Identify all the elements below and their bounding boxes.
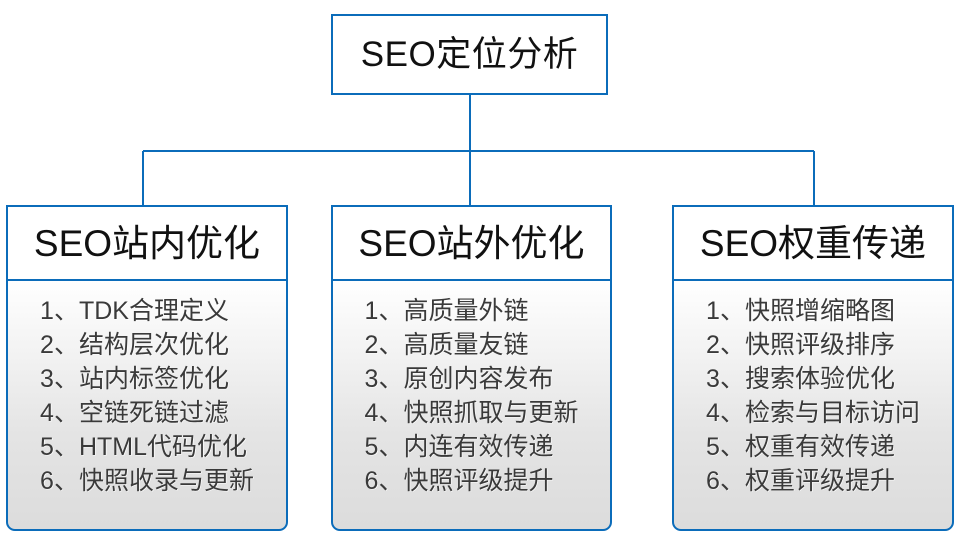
list-item-separator: 、 xyxy=(378,365,404,393)
list-item-text: 快照评级排序 xyxy=(744,331,895,359)
list-item[interactable]: 6、快照收录与更新 xyxy=(40,464,254,498)
list-item-text: 权重评级提升 xyxy=(744,467,895,495)
branch-2-body: 1、高质量外链 2、高质量友链 3、原创内容发布 4、快照抓取与更新 5、内连有… xyxy=(331,279,612,531)
list-item-separator: 、 xyxy=(719,297,745,325)
list-item-text: HTML代码优化 xyxy=(78,433,248,461)
list-item-index: 2 xyxy=(364,331,379,359)
list-item[interactable]: 4、空链死链过滤 xyxy=(40,396,254,430)
list-item[interactable]: 2、快照评级排序 xyxy=(706,328,920,362)
list-item[interactable]: 1、高质量外链 xyxy=(365,294,579,328)
list-item[interactable]: 3、原创内容发布 xyxy=(365,362,579,396)
list-item-separator: 、 xyxy=(53,297,79,325)
list-item-text: 原创内容发布 xyxy=(403,365,554,393)
list-item[interactable]: 5、权重有效传递 xyxy=(706,430,920,464)
list-item-separator: 、 xyxy=(719,433,745,461)
root-node-seo-positioning-analysis[interactable]: SEO定位分析 xyxy=(331,14,608,95)
list-item[interactable]: 4、检索与目标访问 xyxy=(706,396,920,430)
list-item-text: 搜索体验优化 xyxy=(744,365,895,393)
list-item-text: 检索与目标访问 xyxy=(744,399,920,427)
branch-3-title: SEO权重传递 xyxy=(699,222,927,264)
list-item-separator: 、 xyxy=(378,399,404,427)
branch-1-header[interactable]: SEO站内优化 xyxy=(6,205,288,281)
branch-1-title: SEO站内优化 xyxy=(33,222,261,264)
list-item-text: TDK合理定义 xyxy=(78,297,229,325)
list-item-separator: 、 xyxy=(378,467,404,495)
branch-2-title: SEO站外优化 xyxy=(358,222,585,264)
list-item-index: 2 xyxy=(706,331,720,359)
list-item-index: 4 xyxy=(706,399,720,427)
root-node-title: SEO定位分析 xyxy=(360,35,579,74)
list-item-text: 结构层次优化 xyxy=(78,331,229,359)
list-item-index: 3 xyxy=(40,365,54,393)
list-item-separator: 、 xyxy=(53,399,79,427)
list-item-index: 1 xyxy=(364,297,379,325)
list-item[interactable]: 1、快照增缩略图 xyxy=(706,294,920,328)
branch-column-2: SEO站外优化 1、高质量外链 2、高质量友链 3、原创内容发布 4、快照抓取与… xyxy=(331,205,612,533)
list-item-index: 6 xyxy=(40,467,54,495)
list-item-separator: 、 xyxy=(719,467,745,495)
branch-2-header[interactable]: SEO站外优化 xyxy=(331,205,612,281)
list-item[interactable]: 4、快照抓取与更新 xyxy=(365,396,579,430)
list-item-separator: 、 xyxy=(378,297,404,325)
branch-column-3: SEO权重传递 1、快照增缩略图 2、快照评级排序 3、搜索体验优化 4、检索与… xyxy=(672,205,954,533)
list-item[interactable]: 3、站内标签优化 xyxy=(40,362,254,396)
list-item-separator: 、 xyxy=(719,399,745,427)
list-item[interactable]: 5、HTML代码优化 xyxy=(40,430,254,464)
list-item[interactable]: 3、搜索体验优化 xyxy=(706,362,920,396)
list-item-text: 内连有效传递 xyxy=(403,433,554,461)
list-item-text: 权重有效传递 xyxy=(744,433,895,461)
list-item-separator: 、 xyxy=(719,365,745,393)
list-item-text: 空链死链过滤 xyxy=(78,399,229,427)
branch-column-1: SEO站内优化 1、TDK合理定义 2、结构层次优化 3、站内标签优化 4、空链… xyxy=(6,205,288,533)
branch-1-body: 1、TDK合理定义 2、结构层次优化 3、站内标签优化 4、空链死链过滤 5、H… xyxy=(6,279,288,531)
list-item-text: 高质量友链 xyxy=(403,331,529,359)
list-item[interactable]: 6、权重评级提升 xyxy=(706,464,920,498)
list-item-separator: 、 xyxy=(719,331,745,359)
list-item[interactable]: 6、快照评级提升 xyxy=(365,464,579,498)
list-item-text: 快照抓取与更新 xyxy=(403,399,579,427)
list-item[interactable]: 5、内连有效传递 xyxy=(365,430,579,464)
list-item-index: 1 xyxy=(706,297,720,325)
list-item-separator: 、 xyxy=(53,331,79,359)
branch-1-list: 1、TDK合理定义 2、结构层次优化 3、站内标签优化 4、空链死链过滤 5、H… xyxy=(40,294,254,498)
list-item-separator: 、 xyxy=(53,365,79,393)
list-item[interactable]: 1、TDK合理定义 xyxy=(40,294,254,328)
list-item-separator: 、 xyxy=(378,433,404,461)
list-item-index: 6 xyxy=(364,467,379,495)
branch-3-body: 1、快照增缩略图 2、快照评级排序 3、搜索体验优化 4、检索与目标访问 5、权… xyxy=(672,279,954,531)
list-item-separator: 、 xyxy=(53,433,79,461)
branch-3-header[interactable]: SEO权重传递 xyxy=(672,205,954,281)
list-item-separator: 、 xyxy=(53,467,79,495)
list-item-index: 3 xyxy=(706,365,720,393)
list-item-index: 5 xyxy=(364,433,379,461)
list-item-separator: 、 xyxy=(378,331,404,359)
list-item[interactable]: 2、结构层次优化 xyxy=(40,328,254,362)
list-item[interactable]: 2、高质量友链 xyxy=(365,328,579,362)
list-item-text: 站内标签优化 xyxy=(78,365,229,393)
list-item-text: 快照评级提升 xyxy=(403,467,554,495)
list-item-index: 2 xyxy=(40,331,54,359)
branch-2-list: 1、高质量外链 2、高质量友链 3、原创内容发布 4、快照抓取与更新 5、内连有… xyxy=(365,294,579,498)
list-item-text: 快照收录与更新 xyxy=(78,467,254,495)
branch-3-list: 1、快照增缩略图 2、快照评级排序 3、搜索体验优化 4、检索与目标访问 5、权… xyxy=(706,294,920,498)
list-item-text: 快照增缩略图 xyxy=(744,297,895,325)
list-item-index: 4 xyxy=(364,399,379,427)
list-item-index: 1 xyxy=(40,297,54,325)
list-item-text: 高质量外链 xyxy=(403,297,529,325)
list-item-index: 4 xyxy=(40,399,54,427)
list-item-index: 5 xyxy=(706,433,720,461)
list-item-index: 5 xyxy=(40,433,54,461)
list-item-index: 6 xyxy=(706,467,720,495)
list-item-index: 3 xyxy=(364,365,379,393)
